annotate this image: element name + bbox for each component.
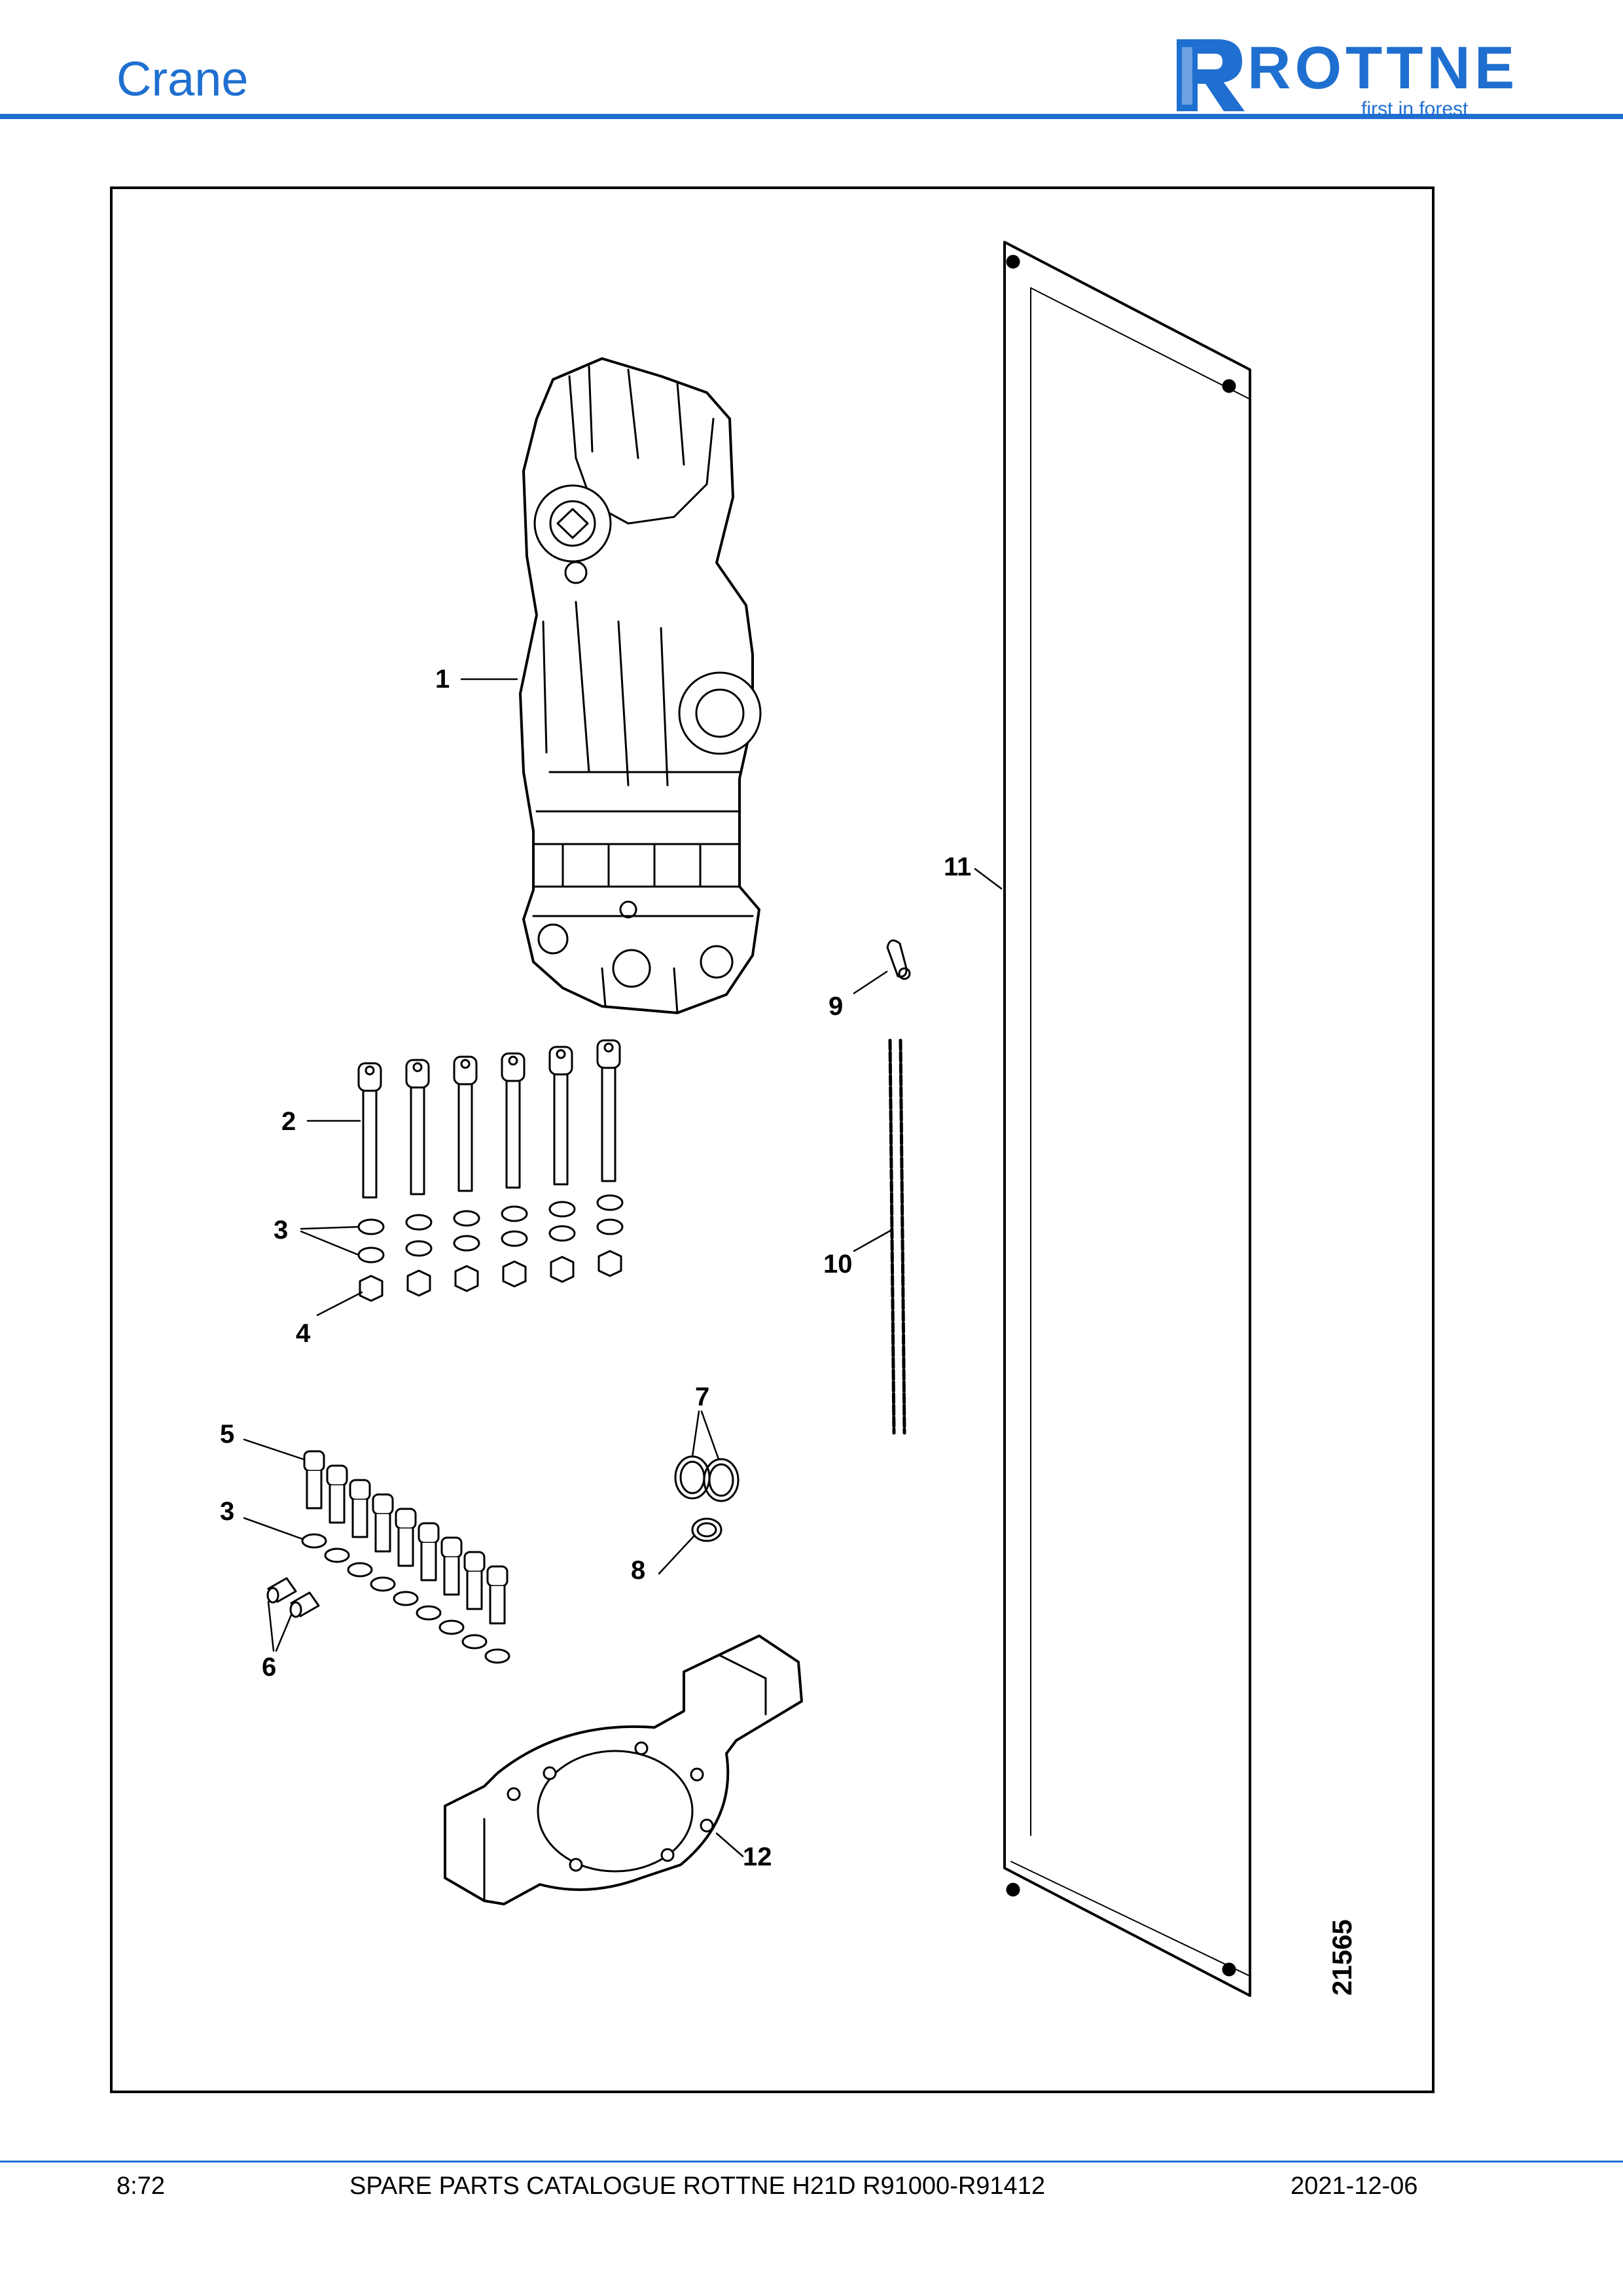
callout-10: 10 bbox=[823, 1250, 853, 1279]
callout-8: 8 bbox=[631, 1556, 646, 1585]
callout-5: 5 bbox=[220, 1420, 235, 1449]
callout-leaders bbox=[243, 678, 1003, 1858]
callout-4: 4 bbox=[296, 1319, 311, 1348]
catalogue-date: 2021-12-06 bbox=[1291, 2172, 1418, 2200]
callout-11: 11 bbox=[944, 853, 972, 881]
callout-6: 6 bbox=[262, 1653, 277, 1682]
callout-7: 7 bbox=[695, 1383, 710, 1411]
washers-part-3-upper bbox=[357, 1194, 624, 1263]
diagram-frame bbox=[110, 186, 1435, 2093]
callout-2: 2 bbox=[281, 1107, 296, 1136]
drawing-number: 21565 bbox=[1327, 1919, 1357, 1996]
logo-wordmark: ROTTNE bbox=[1247, 35, 1519, 101]
callout-12: 12 bbox=[743, 1843, 772, 1871]
page-number: 8:72 bbox=[116, 2172, 165, 2200]
rotator-part-1 bbox=[519, 357, 762, 1014]
page-title: Crane bbox=[116, 52, 249, 106]
catalogue-title: SPARE PARTS CATALOGUE ROTTNE H21D R91000… bbox=[349, 2172, 1045, 2200]
callout-3-upper: 3 bbox=[274, 1216, 289, 1245]
footer-rule bbox=[0, 2161, 1623, 2163]
nuts-part-4 bbox=[359, 1250, 622, 1302]
bracket-part-12 bbox=[444, 1634, 803, 1905]
plate-part-11 bbox=[1003, 241, 1251, 1997]
chain-part-10 bbox=[888, 1038, 906, 1435]
rottne-r-emblem-icon bbox=[1177, 39, 1245, 111]
header-rule bbox=[0, 114, 1623, 119]
o-rings-part-7 bbox=[674, 1455, 740, 1502]
washers-part-3-lower bbox=[301, 1533, 510, 1664]
o-ring-part-8 bbox=[691, 1517, 722, 1542]
callout-1: 1 bbox=[435, 665, 450, 694]
long-bolts-part-2 bbox=[357, 1039, 621, 1199]
short-bolts-part-5 bbox=[303, 1450, 508, 1625]
callout-3-lower: 3 bbox=[220, 1497, 235, 1526]
pins-part-6 bbox=[266, 1577, 320, 1618]
callout-9: 9 bbox=[829, 992, 844, 1021]
shackle-part-9 bbox=[886, 939, 911, 980]
